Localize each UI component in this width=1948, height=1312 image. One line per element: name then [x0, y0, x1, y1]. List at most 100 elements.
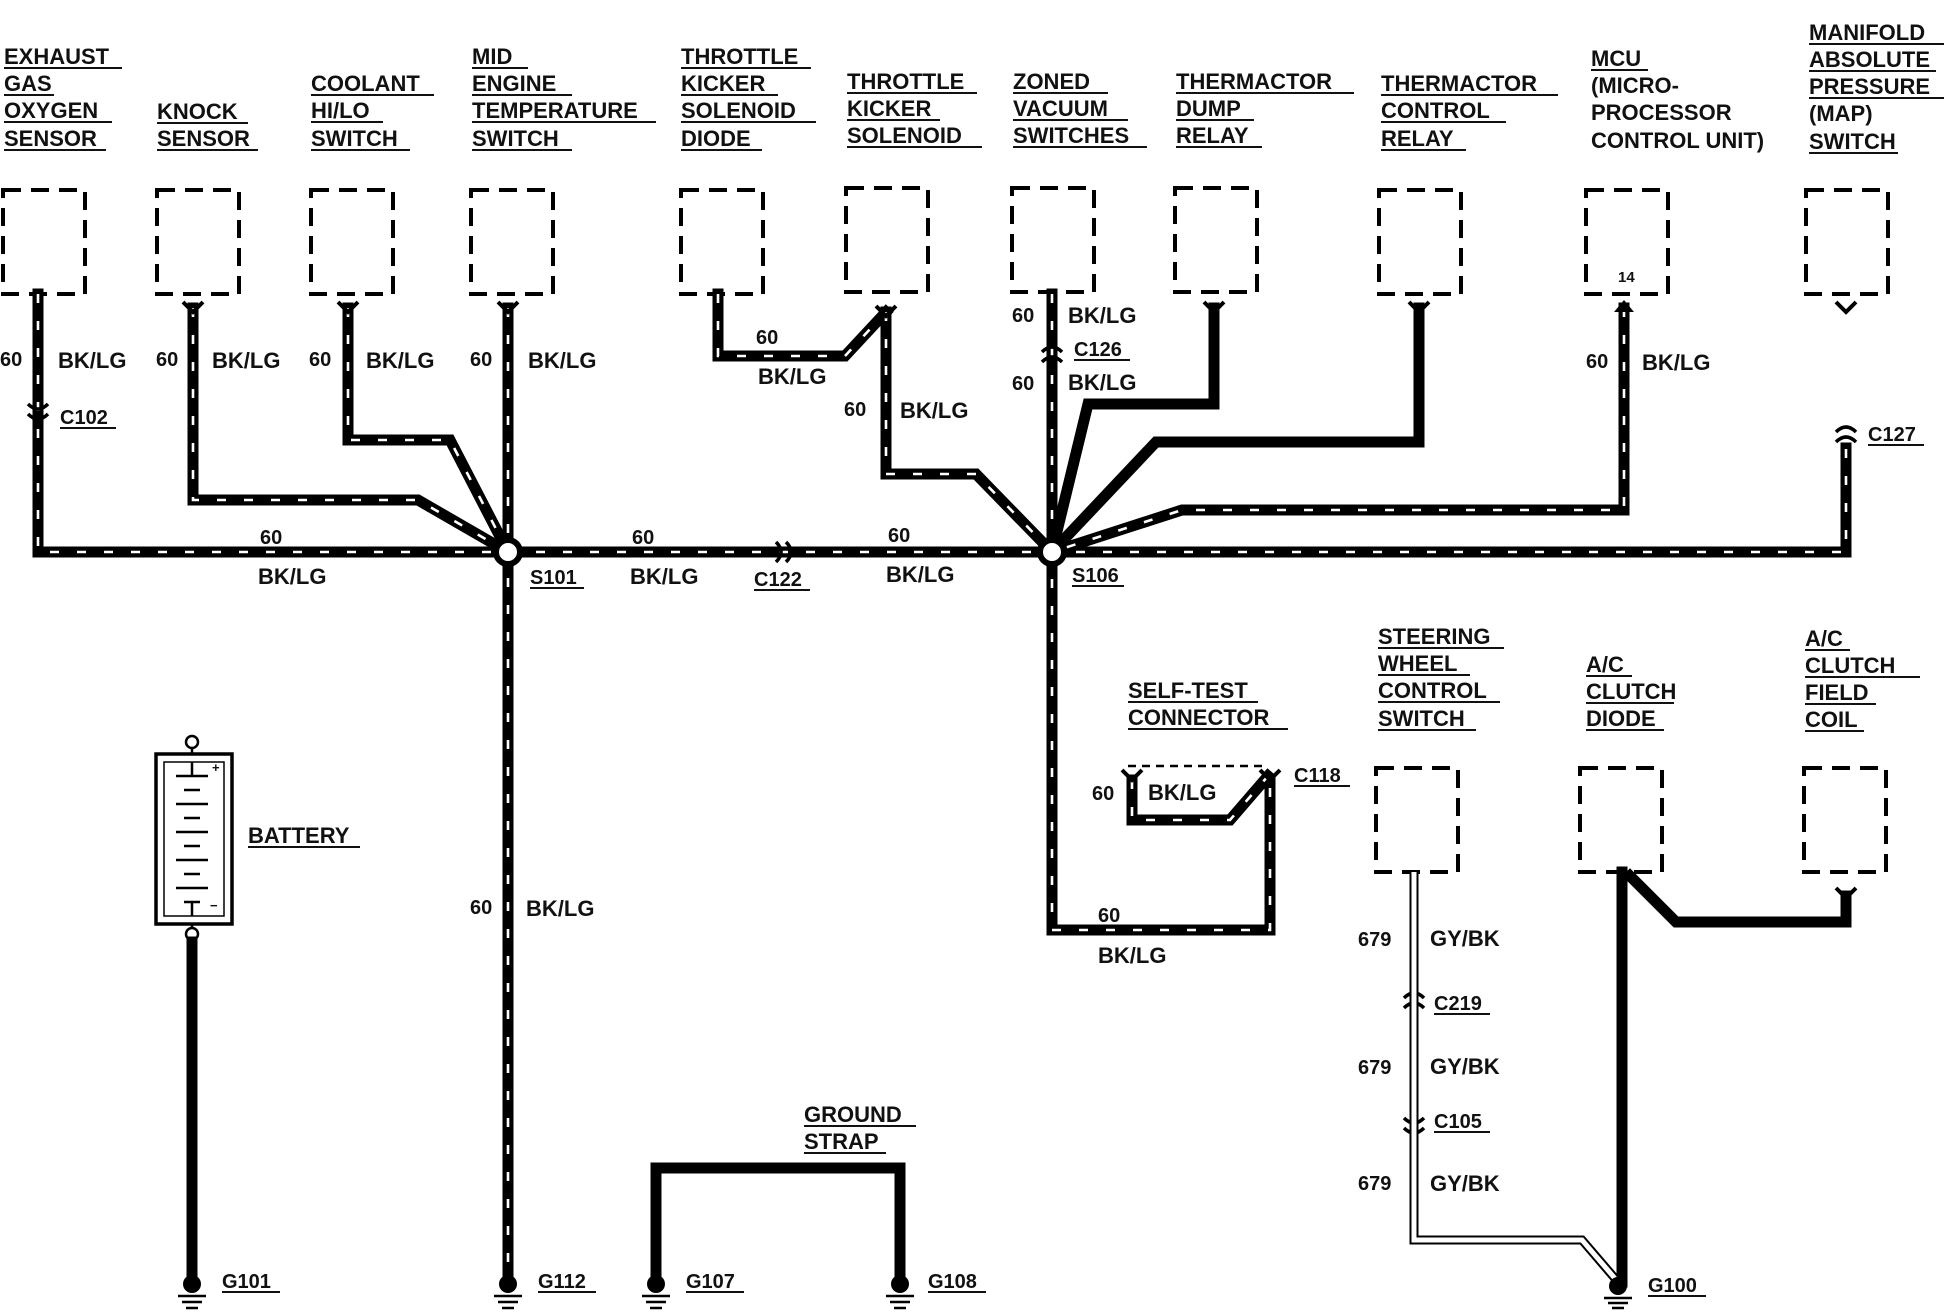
label-line: TEMPERATURE — [472, 98, 638, 123]
label-line: KNOCK — [157, 99, 238, 124]
circuit-number: 60 — [888, 525, 910, 547]
wire-color: BK/LG — [1068, 370, 1136, 395]
circuit-number: 679 — [1358, 1057, 1391, 1079]
circuit-number: 60 — [632, 527, 654, 549]
connector-c219: C219 — [1434, 993, 1482, 1015]
label-underline — [157, 122, 258, 151]
label-line: FIELD — [1805, 680, 1869, 705]
label-line: (MICRO- — [1591, 73, 1679, 98]
circuit-number: 60 — [309, 349, 331, 371]
inline-connectors — [26, 345, 1858, 1135]
label-line: ENGINE — [472, 71, 556, 96]
label-line: RELAY — [1176, 123, 1249, 148]
label-line: OXYGEN — [4, 98, 98, 123]
label-zoned-vacuum-switches: ZONED VACUUM SWITCHES — [1013, 69, 1147, 148]
wire-color: GY/BK — [1430, 926, 1500, 951]
label-line: PROCESSOR — [1591, 100, 1732, 125]
wire-color: BK/LG — [1098, 943, 1166, 968]
label-knock-sensor: KNOCK SENSOR — [157, 99, 258, 151]
circuit-number: 679 — [1358, 1173, 1391, 1195]
label-line: THROTTLE — [681, 44, 798, 69]
label-line: MID — [472, 44, 512, 69]
wire-color: BK/LG — [758, 364, 826, 389]
connector-c105: C105 — [1434, 1111, 1482, 1133]
label-underline — [847, 92, 982, 148]
label-line: SELF-TEST — [1128, 678, 1248, 703]
label-underline — [681, 67, 816, 151]
ground-g107: G107 — [642, 1271, 744, 1310]
connector-c127: C127 — [1868, 424, 1916, 446]
ground-g100-label: G100 — [1648, 1275, 1697, 1297]
circuit-number: 60 — [1092, 783, 1114, 805]
label-line: THERMACTOR — [1381, 71, 1537, 96]
connector-labels: C102 C126 C122 C127 S101 S106 — [60, 339, 1924, 591]
circuit-number: 60 — [1098, 905, 1120, 927]
wire-color: GY/BK — [1430, 1171, 1500, 1196]
label-line: VACUUM — [1013, 96, 1108, 121]
ground-g108: G108 — [886, 1271, 986, 1310]
zoned-vacuum-switches-box — [1010, 186, 1096, 294]
label-underline — [472, 67, 656, 151]
circuit-number: 60 — [0, 349, 22, 371]
circuit-number: 679 — [1358, 929, 1391, 951]
label-line: GAS — [4, 71, 52, 96]
splice-s106-label: S106 — [1072, 565, 1119, 587]
ground-g101: G101 — [178, 1271, 280, 1310]
label-line: CONTROL UNIT) — [1591, 128, 1764, 153]
splice-s101 — [493, 537, 523, 567]
wire-color: BK/LG — [58, 348, 126, 373]
top-harness-wires — [32, 288, 1852, 1282]
thermactor-control-relay-box — [1377, 188, 1463, 296]
label-line: MCU — [1591, 46, 1641, 71]
wire-color: BK/LG — [258, 564, 326, 589]
label-line: WHEEL — [1378, 651, 1457, 676]
connector-c102: C102 — [60, 407, 108, 429]
battery-positive: + — [212, 760, 220, 775]
circuit-number: 60 — [1012, 305, 1034, 327]
wire-color: BK/LG — [1148, 780, 1216, 805]
label-line: STRAP — [804, 1129, 879, 1154]
ac-clutch-diode-box — [1578, 766, 1664, 874]
circuit-number: 60 — [756, 327, 778, 349]
label-line: SWITCH — [472, 126, 559, 151]
wire-color: BK/LG — [528, 348, 596, 373]
label-line: DIODE — [1586, 706, 1656, 731]
label-map-switch: MANIFOLD ABSOLUTE PRESSURE (MAP) SWITCH — [1809, 20, 1944, 154]
label-line: STEERING — [1378, 624, 1490, 649]
wire-color: GY/BK — [1430, 1054, 1500, 1079]
label-line: A/C — [1805, 626, 1843, 651]
label-thermactor-dump-relay: THERMACTOR DUMP RELAY — [1176, 69, 1354, 148]
circuit-number: 60 — [844, 399, 866, 421]
connector-c122: C122 — [754, 569, 802, 591]
ac-clutch-field-coil-box — [1802, 766, 1888, 874]
label-exhaust-gas-oxygen-sensor: EXHAUST GAS OXYGEN SENSOR — [4, 44, 122, 151]
label-line: (MAP) — [1809, 101, 1873, 126]
label-throttle-kicker-solenoid-diode: THROTTLE KICKER SOLENOID DIODE — [681, 44, 816, 151]
coolant-hi-lo-switch-box — [309, 188, 395, 296]
label-line: DIODE — [681, 126, 751, 151]
label-line: DUMP — [1176, 96, 1241, 121]
circuit-number: 60 — [156, 349, 178, 371]
wire-color: BK/LG — [366, 348, 434, 373]
label-line: CONNECTOR — [1128, 705, 1269, 730]
mcu-pin-arrow — [1614, 300, 1634, 312]
ground-g100: G100 — [1604, 1275, 1706, 1310]
label-line: CONTROL — [1381, 98, 1490, 123]
label-line: A/C — [1586, 652, 1624, 677]
wire-color: BK/LG — [212, 348, 280, 373]
ground-g101-label: G101 — [222, 1271, 271, 1293]
label-line: ABSOLUTE — [1809, 47, 1930, 72]
battery: + − BATTERY — [154, 734, 360, 942]
wire-color: BK/LG — [630, 564, 698, 589]
steering-wheel-control-switch-box — [1374, 766, 1460, 874]
throttle-kicker-solenoid-box — [844, 186, 930, 294]
label-line: EXHAUST — [4, 44, 110, 69]
ground-g107-label: G107 — [686, 1271, 735, 1293]
label-throttle-kicker-solenoid: THROTTLE KICKER SOLENOID — [847, 69, 982, 148]
splice-s106 — [1037, 537, 1067, 567]
terminal-markers — [181, 300, 1858, 901]
label-line: THERMACTOR — [1176, 69, 1332, 94]
mcu-pin-number: 14 — [1618, 269, 1635, 286]
label-line: PRESSURE — [1809, 74, 1930, 99]
